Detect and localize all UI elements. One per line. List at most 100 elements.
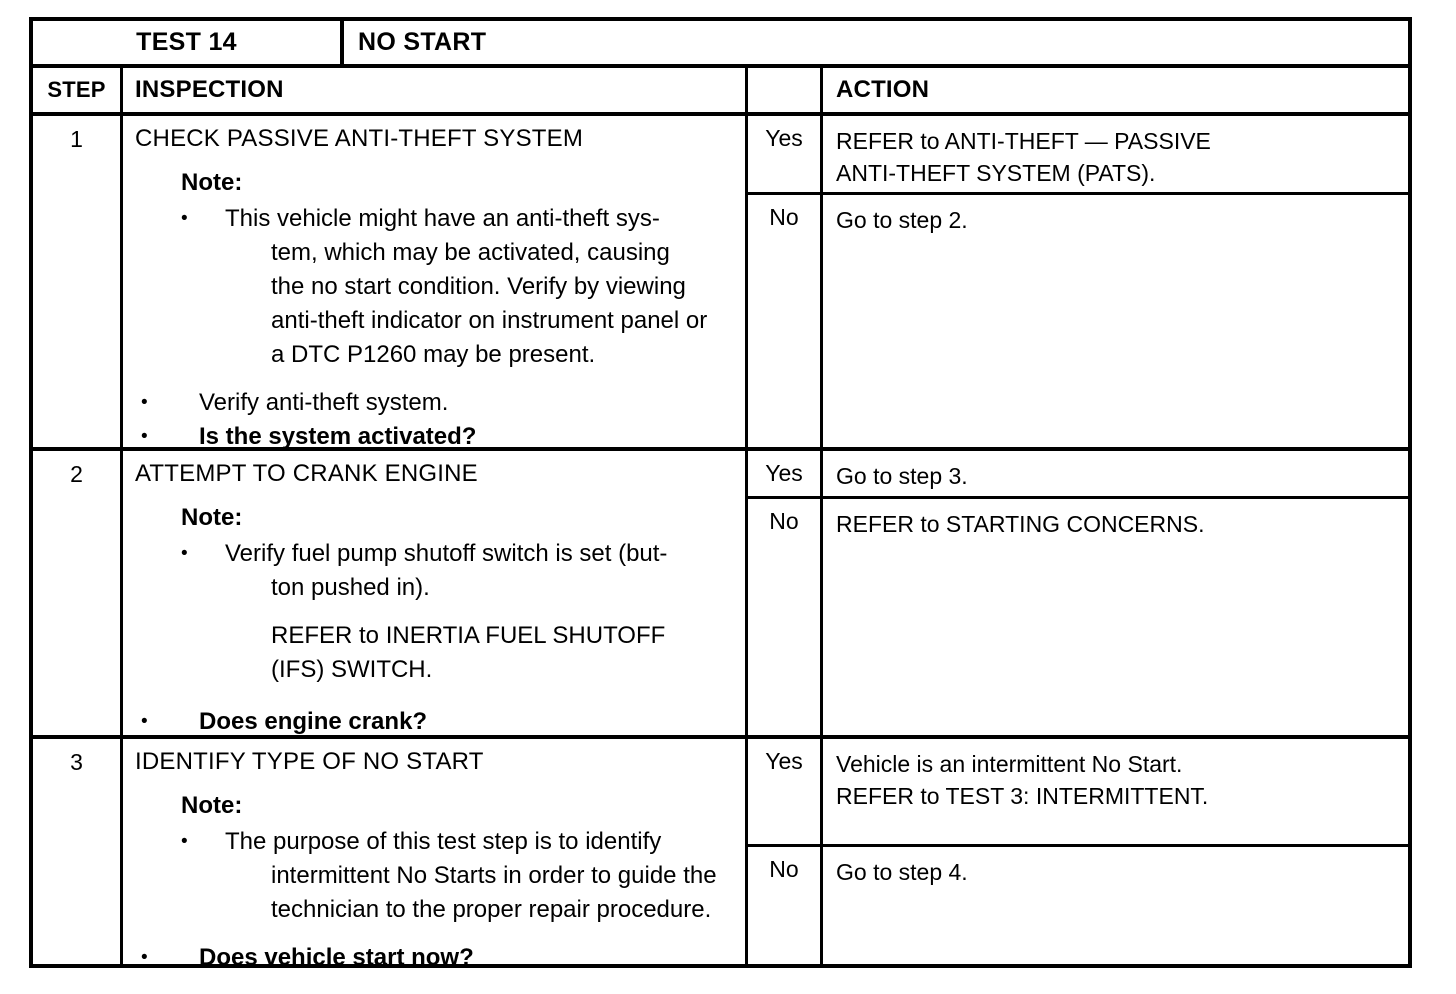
diagnostic-test-table: TEST 14 NO START STEP INSPECTION ACTION … — [29, 17, 1412, 971]
branch-action-text: Go to step 2. — [823, 195, 1408, 447]
column-header-action-label: ACTION — [836, 76, 930, 103]
bullet-icon: • — [141, 426, 148, 447]
step-number-cell: 3 — [33, 739, 123, 964]
inspection-bullet-item: • Does engine crank? — [135, 705, 731, 739]
note-line: technician to the proper repair procedur… — [271, 896, 712, 923]
branch-label-yes: Yes — [748, 739, 823, 844]
step-action-stack: Yes Go to step 3. No REFER to STARTING C… — [748, 451, 1408, 735]
column-header-row: STEP INSPECTION ACTION — [33, 68, 1408, 116]
inspection-bullet-text: Verify anti-theft system. — [199, 389, 449, 416]
action-branch-no: No REFER to STARTING CONCERNS. — [748, 499, 1408, 735]
branch-label-text: Yes — [765, 748, 803, 774]
note-label: Note: — [181, 504, 243, 531]
branch-label-text: No — [769, 856, 799, 882]
note-line: a DTC P1260 may be present. — [271, 341, 596, 368]
note-bullet-text: The purpose of this test step is to iden… — [225, 825, 731, 859]
bullet-icon: • — [141, 947, 148, 968]
note-line: The purpose of this test step is to iden… — [225, 828, 662, 855]
column-header-inspection-label: INSPECTION — [135, 76, 284, 103]
column-header-action: ACTION — [823, 68, 1408, 112]
action-line: REFER to STARTING CONCERNS. — [836, 511, 1205, 537]
column-header-step-label: STEP — [47, 77, 106, 102]
step-inspection-cell: CHECK PASSIVE ANTI-THEFT SYSTEM Note: • … — [123, 116, 748, 450]
inspection-bullet-text: Does vehicle start now? — [199, 944, 474, 971]
action-line: REFER to TEST 3: INTERMITTENT. — [836, 783, 1209, 809]
action-branch-yes: Yes Vehicle is an intermittent No Start.… — [748, 739, 1408, 847]
action-branch-yes: Yes Go to step 3. — [748, 451, 1408, 499]
action-branch-no: No Go to step 4. — [748, 847, 1408, 964]
table-title-row: TEST 14 NO START — [33, 21, 1408, 68]
action-line: Go to step 3. — [836, 463, 968, 489]
step-inspection-cell: ATTEMPT TO CRANK ENGINE Note: • Verify f… — [123, 451, 748, 735]
branch-action-text: REFER to ANTI-THEFT — PASSIVE ANTI-THEFT… — [823, 116, 1408, 192]
action-line: REFER to ANTI-THEFT — PASSIVE — [836, 128, 1211, 154]
step-number-cell: 1 — [33, 116, 123, 447]
test-name-cell: NO START — [344, 21, 1408, 64]
sub-paragraph-line: (IFS) SWITCH. — [271, 656, 433, 683]
branch-label-text: No — [769, 508, 799, 534]
step-number: 2 — [70, 461, 83, 487]
branch-action-text: Go to step 4. — [823, 847, 1408, 964]
column-header-step: STEP — [33, 68, 123, 112]
inspection-bullet-item: • Is the system activated? — [135, 420, 731, 454]
branch-label-text: No — [769, 204, 799, 230]
action-branch-no: No Go to step 2. — [748, 195, 1408, 447]
action-line: ANTI-THEFT SYSTEM (PATS). — [836, 160, 1156, 186]
inspection-title: IDENTIFY TYPE OF NO START — [135, 748, 484, 775]
branch-action-text: REFER to STARTING CONCERNS. — [823, 499, 1408, 735]
note-line: This vehicle might have an anti-theft sy… — [225, 205, 660, 232]
branch-label-no: No — [748, 195, 823, 447]
note-bullet-item: • The purpose of this test step is to id… — [181, 825, 731, 859]
branch-label-no: No — [748, 499, 823, 735]
bullet-icon: • — [141, 392, 148, 413]
inspection-sub-paragraph: REFER to INERTIA FUEL SHUTOFF (IFS) SWIT… — [271, 619, 731, 687]
test-number-label: TEST 14 — [136, 28, 237, 56]
note-bullet-item: • Verify fuel pump shutoff switch is set… — [181, 537, 731, 571]
action-line: Vehicle is an intermittent No Start. — [836, 751, 1183, 777]
note-bullet-text: Verify fuel pump shutoff switch is set (… — [225, 537, 731, 571]
note-bullet-text: This vehicle might have an anti-theft sy… — [225, 202, 731, 236]
note-line: anti-theft indicator on instrument panel… — [271, 307, 708, 334]
inspection-title: CHECK PASSIVE ANTI-THEFT SYSTEM — [135, 125, 584, 152]
branch-action-text: Go to step 3. — [823, 451, 1408, 496]
note-label: Note: — [181, 169, 243, 196]
inspection-bullet-text: Does engine crank? — [199, 708, 428, 735]
bullet-icon: • — [141, 711, 148, 732]
note-label: Note: — [181, 792, 243, 819]
note-line: intermittent No Starts in order to guide… — [271, 862, 717, 889]
branch-label-text: Yes — [765, 125, 803, 151]
inspection-title: ATTEMPT TO CRANK ENGINE — [135, 460, 478, 487]
note-line: tem, which may be activated, causing — [271, 239, 670, 266]
table-row: 1 CHECK PASSIVE ANTI-THEFT SYSTEM Note: … — [33, 116, 1408, 451]
bullet-icon: • — [181, 831, 188, 852]
action-branch-yes: Yes REFER to ANTI-THEFT — PASSIVE ANTI-T… — [748, 116, 1408, 195]
column-header-inspection: INSPECTION — [123, 68, 748, 112]
column-header-result-spacer — [748, 68, 823, 112]
branch-label-yes: Yes — [748, 451, 823, 496]
table-row: 2 ATTEMPT TO CRANK ENGINE Note: • Verify… — [33, 451, 1408, 739]
action-line: Go to step 4. — [836, 859, 968, 885]
branch-label-yes: Yes — [748, 116, 823, 192]
step-action-stack: Yes Vehicle is an intermittent No Start.… — [748, 739, 1408, 964]
bullet-icon: • — [181, 208, 188, 229]
step-number-cell: 2 — [33, 451, 123, 735]
branch-label-no: No — [748, 847, 823, 964]
inspection-bullet-item: • Does vehicle start now? — [135, 941, 731, 975]
note-line: ton pushed in). — [271, 574, 430, 601]
bullet-icon: • — [181, 543, 188, 564]
test-number-cell: TEST 14 — [33, 21, 344, 64]
note-line: the no start condition. Verify by viewin… — [271, 273, 686, 300]
sub-paragraph-line: REFER to INERTIA FUEL SHUTOFF — [271, 622, 666, 649]
inspection-bullet-text: Is the system activated? — [199, 423, 477, 450]
note-bullet-item: • This vehicle might have an anti-theft … — [181, 202, 731, 236]
inspection-bullet-item: • Verify anti-theft system. — [135, 386, 731, 420]
step-action-stack: Yes REFER to ANTI-THEFT — PASSIVE ANTI-T… — [748, 116, 1408, 447]
step-inspection-cell: IDENTIFY TYPE OF NO START Note: • The pu… — [123, 739, 748, 971]
action-line: Go to step 2. — [836, 207, 968, 233]
step-number: 3 — [70, 749, 83, 775]
step-number: 1 — [70, 126, 83, 152]
branch-label-text: Yes — [765, 460, 803, 486]
test-name-label: NO START — [358, 28, 487, 56]
table-row: 3 IDENTIFY TYPE OF NO START Note: • The … — [33, 739, 1408, 971]
